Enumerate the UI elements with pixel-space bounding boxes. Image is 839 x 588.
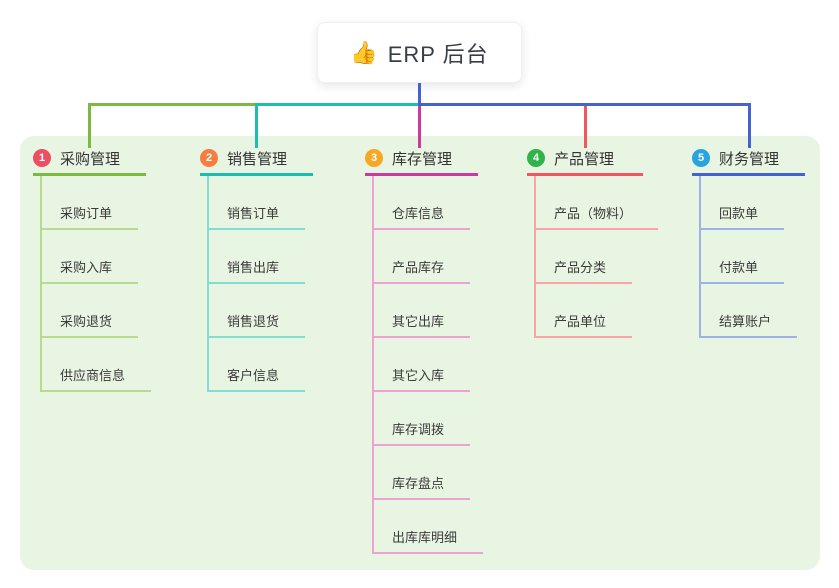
child-item: 采购订单 [42, 176, 139, 230]
child-item: 其它出库 [374, 284, 471, 338]
branch-header-sales: 2 销售管理 [200, 148, 313, 176]
child-item: 出库库明细 [374, 500, 484, 554]
branch-title: 财务管理 [719, 150, 780, 168]
root-node: 👍 ERP 后台 [317, 22, 522, 83]
branch-column-inventory: 3 库存管理 仓库信息 产品库存 其它出库 其它入库 库存调拨 库存盘点 出库库… [365, 148, 484, 554]
child-item: 产品分类 [536, 230, 633, 284]
child-item: 销售退货 [209, 284, 306, 338]
connector-sales-hline [255, 103, 420, 106]
branch-number-badge: 1 [33, 149, 51, 167]
child-item: 结算账户 [701, 284, 798, 338]
branch-title: 销售管理 [227, 150, 288, 168]
child-item: 回款单 [701, 176, 785, 230]
thumbs-up-icon: 👍 [350, 39, 378, 65]
child-item: 其它入库 [374, 338, 471, 392]
child-item: 库存调拨 [374, 392, 471, 446]
mindmap-panel [20, 136, 820, 570]
connector-sales-drop [255, 103, 258, 148]
branch-title: 库存管理 [392, 150, 453, 168]
children-trunk: 回款单 付款单 结算账户 [699, 176, 798, 338]
child-item: 产品库存 [374, 230, 471, 284]
branch-column-purchase: 1 采购管理 采购订单 采购入库 采购退货 供应商信息 [33, 148, 152, 392]
branch-number-badge: 2 [200, 149, 218, 167]
branch-header-finance: 5 财务管理 [692, 148, 805, 176]
child-item: 客户信息 [209, 338, 306, 392]
branch-number-badge: 4 [527, 149, 545, 167]
connector-product-drop [584, 106, 587, 148]
child-item: 库存盘点 [374, 446, 471, 500]
child-item: 销售出库 [209, 230, 306, 284]
child-item: 付款单 [701, 230, 785, 284]
children-trunk: 销售订单 销售出库 销售退货 客户信息 [207, 176, 306, 392]
branch-column-product: 4 产品管理 产品（物料） 产品分类 产品单位 [527, 148, 659, 338]
branch-header-purchase: 1 采购管理 [33, 148, 146, 176]
branch-title: 采购管理 [60, 150, 121, 168]
connector-finance-drop [748, 103, 751, 148]
child-item: 产品单位 [536, 284, 633, 338]
connector-purchase-hline [88, 103, 255, 106]
branch-number-badge: 5 [692, 149, 710, 167]
children-trunk: 产品（物料） 产品分类 产品单位 [534, 176, 659, 338]
child-item: 仓库信息 [374, 176, 471, 230]
branch-header-inventory: 3 库存管理 [365, 148, 478, 176]
child-item: 采购入库 [42, 230, 139, 284]
connector-root-drop [418, 83, 421, 104]
child-item: 采购退货 [42, 284, 139, 338]
branch-header-product: 4 产品管理 [527, 148, 643, 176]
children-trunk: 采购订单 采购入库 采购退货 供应商信息 [40, 176, 152, 392]
branch-column-sales: 2 销售管理 销售订单 销售出库 销售退货 客户信息 [200, 148, 313, 392]
connector-purchase-drop [88, 103, 91, 148]
branch-column-finance: 5 财务管理 回款单 付款单 结算账户 [692, 148, 805, 338]
branch-number-badge: 3 [365, 149, 383, 167]
child-item: 销售订单 [209, 176, 306, 230]
child-item: 供应商信息 [42, 338, 152, 392]
children-trunk: 仓库信息 产品库存 其它出库 其它入库 库存调拨 库存盘点 出库库明细 [372, 176, 484, 554]
connector-inventory-drop [418, 106, 421, 148]
child-item: 产品（物料） [536, 176, 659, 230]
root-title: ERP 后台 [387, 41, 489, 67]
branch-title: 产品管理 [554, 150, 615, 168]
connector-finance-hline [418, 103, 751, 106]
